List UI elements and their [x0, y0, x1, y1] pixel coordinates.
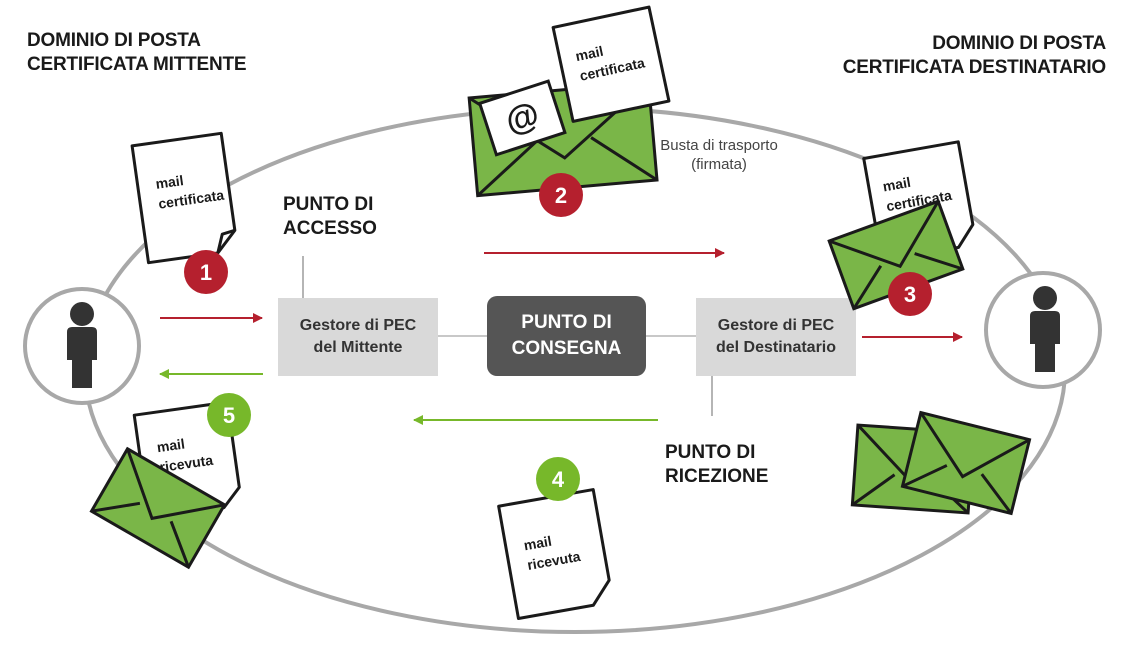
reception-point-line1: PUNTO DI — [665, 442, 756, 463]
at-sign-card: @ — [477, 79, 567, 157]
sender-person-icon — [23, 287, 141, 405]
recipient-provider-line2: del Destinatario — [715, 339, 837, 356]
delivery-point-box: PUNTO DI CONSEGNA — [487, 296, 646, 376]
badge-2-label: 2 — [555, 183, 567, 208]
doc2-line1: mail — [574, 43, 605, 64]
delivery-point-line2: CONSEGNA — [511, 338, 622, 359]
recipient-domain-title: DOMINIO DI POSTA CERTIFICATA DESTINATARI… — [843, 32, 1106, 80]
recipient-domain-title-line2: CERTIFICATA DESTINATARIO — [842, 57, 1106, 78]
doc5-line1: mail — [156, 436, 186, 456]
step-badge-4: 4 — [536, 457, 580, 501]
doc4-line1: mail — [522, 533, 552, 554]
sender-domain-title-line2: CERTIFICATA MITTENTE — [27, 54, 247, 75]
envelope-icon-delivered — [827, 199, 965, 311]
badge-3-label: 3 — [904, 282, 916, 307]
doc5-line2: ricevuta — [159, 452, 215, 475]
step-badge-1: 1 — [184, 250, 228, 294]
envelope-icon-mailbox-front — [900, 410, 1032, 516]
access-point-line2: ACCESSO — [283, 218, 377, 239]
delivery-point-box-bg — [487, 296, 646, 376]
recipient-provider-box: Gestore di PEC del Destinatario — [696, 298, 856, 376]
reception-point-line2: RICEZIONE — [665, 466, 769, 487]
sender-provider-line1: Gestore di PEC — [299, 317, 417, 334]
access-point-label: PUNTO DI ACCESSO — [283, 193, 377, 241]
doc1-line1: mail — [155, 172, 185, 192]
sender-provider-box-bg — [278, 298, 438, 376]
delivery-point-line1: PUNTO DI — [521, 312, 612, 333]
reception-point-label: PUNTO DI RICEZIONE — [665, 441, 768, 489]
recipient-provider-line1: Gestore di PEC — [717, 317, 835, 334]
document-icon-certified-1: mail certificata — [130, 131, 237, 265]
step-badge-3: 3 — [888, 272, 932, 316]
envelope-caption: Busta di trasporto (firmata) — [649, 136, 789, 174]
envelope-icon-receipt — [89, 446, 227, 570]
access-point-line1: PUNTO DI — [283, 194, 374, 215]
recipient-domain-title-line1: DOMINIO DI POSTA — [932, 33, 1106, 54]
document-icon-certified-2: mail certificata — [551, 5, 671, 123]
badge-4-label: 4 — [552, 467, 565, 492]
document-icon-receipt-4: mail ricevuta — [497, 488, 611, 620]
recipient-provider-box-bg — [696, 298, 856, 376]
sender-domain-title-line1: DOMINIO DI POSTA — [27, 30, 201, 51]
badge-5-label: 5 — [223, 403, 235, 428]
envelope-caption-line2: (firmata) — [691, 156, 747, 173]
recipient-person-icon — [984, 271, 1102, 389]
doc3-line1: mail — [882, 174, 912, 195]
step-badge-5: 5 — [207, 393, 251, 437]
sender-provider-box: Gestore di PEC del Mittente — [278, 298, 438, 376]
envelope-caption-line1: Busta di trasporto — [660, 137, 778, 154]
sender-provider-line2: del Mittente — [313, 339, 403, 356]
step-badge-2: 2 — [539, 173, 583, 217]
sender-domain-title: DOMINIO DI POSTA CERTIFICATA MITTENTE — [27, 29, 247, 77]
badge-1-label: 1 — [200, 260, 212, 285]
